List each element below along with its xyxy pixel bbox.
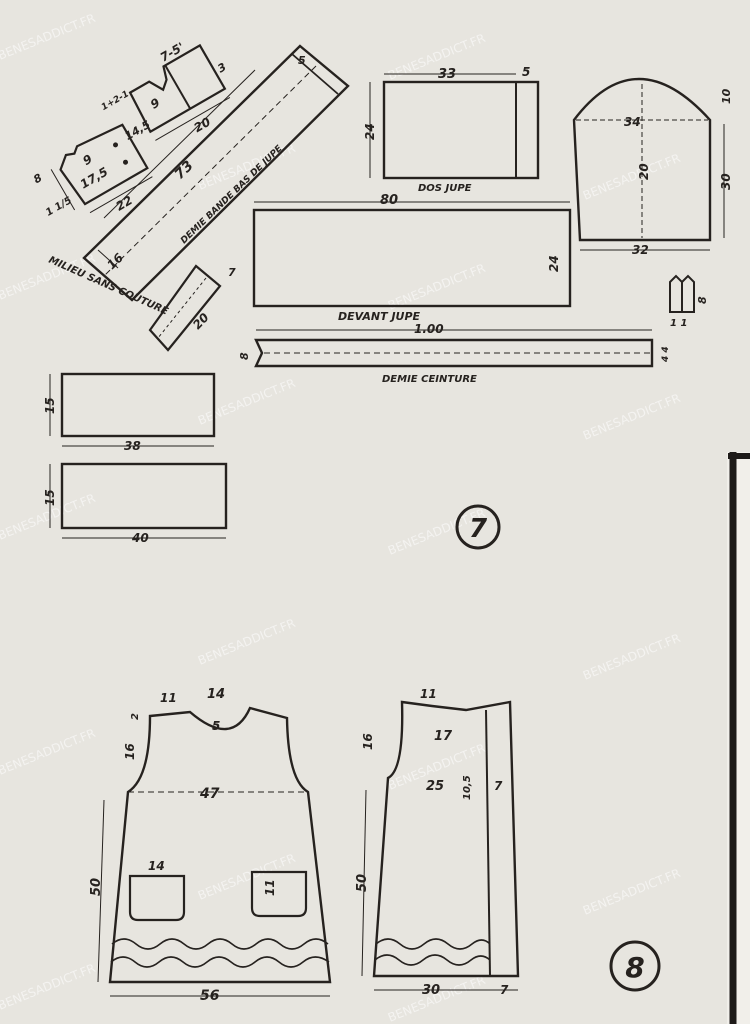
dress-front: 11 14 5 16 2 47 14 11 50 56 bbox=[89, 687, 332, 1004]
watermark: BENESADDICT.FR bbox=[386, 973, 487, 1024]
dim-label: 5 bbox=[298, 54, 306, 67]
dim-label: 24 bbox=[363, 123, 377, 140]
dim-label: 17,5 bbox=[78, 165, 111, 192]
watermark: BENESADDICT.FR bbox=[386, 31, 487, 83]
dim-label: 11 bbox=[160, 691, 177, 705]
dim-label: 20 bbox=[190, 310, 212, 332]
sleeve-piece: 34 20 32 10 30 bbox=[572, 77, 733, 257]
dim-label: 34 bbox=[624, 115, 641, 129]
dim-label: 7 bbox=[228, 266, 236, 279]
figure-8-marker: 8 bbox=[609, 940, 661, 992]
dim-label: 8 bbox=[696, 296, 709, 304]
watermarks: BENESADDICT.FR BENESADDICT.FR BENESADDIC… bbox=[0, 11, 682, 1024]
watermark: BENESADDICT.FR bbox=[581, 866, 682, 918]
dim-label: 10,5 bbox=[462, 775, 473, 800]
dim-label: 5 bbox=[522, 65, 530, 79]
watermark: BENESADDICT.FR bbox=[581, 151, 682, 203]
dim-label: 50 bbox=[89, 878, 104, 896]
dim-label: 40 bbox=[131, 531, 149, 545]
dim-label: 14 bbox=[207, 687, 225, 702]
piece-label: DEVANT JUPE bbox=[338, 310, 421, 323]
dim-label: 16 bbox=[104, 250, 126, 272]
small-tab: 8 1 1 bbox=[669, 274, 709, 329]
dim-label: 20 bbox=[637, 163, 651, 180]
dim-label: 15 bbox=[43, 397, 57, 414]
dim-label: 1.00 bbox=[414, 322, 444, 336]
watermark: BENESADDICT.FR bbox=[196, 376, 297, 428]
dim-label: 30 bbox=[422, 983, 440, 998]
dim-label: 14 bbox=[148, 859, 165, 873]
dim-label: 10 bbox=[720, 88, 733, 104]
watermark: BENESADDICT.FR bbox=[581, 391, 682, 443]
watermark: BENESADDICT.FR bbox=[0, 726, 97, 778]
small-piece-b: 9 7-5' 14,5 20 3 1+2-1 bbox=[100, 40, 231, 143]
dim-label: 3 bbox=[215, 60, 228, 75]
dim-label: 11 bbox=[420, 687, 437, 701]
figure-7-marker: 7 bbox=[455, 504, 501, 550]
piece-label: DEMIE CEINTURE bbox=[382, 374, 477, 385]
devant-jupe: 80 24 DEVANT JUPE bbox=[252, 193, 572, 323]
dim-label: 38 bbox=[124, 439, 141, 453]
small-strip: 7 20 bbox=[148, 264, 236, 352]
dim-label: 7 bbox=[494, 779, 503, 793]
dim-label: 16 bbox=[361, 733, 375, 750]
watermark: BENESADDICT.FR bbox=[196, 851, 297, 903]
watermark: BENESADDICT.FR bbox=[581, 631, 682, 683]
dim-label: 17 bbox=[434, 729, 453, 744]
dos-jupe: 33 5 24 DOS JUPE bbox=[363, 65, 540, 194]
dim-label: 80 bbox=[380, 193, 398, 208]
piece-label: DOS JUPE bbox=[418, 183, 472, 194]
watermark: BENESADDICT.FR bbox=[0, 11, 97, 63]
figure-number: 7 bbox=[469, 514, 488, 544]
dim-label: 24 bbox=[547, 255, 561, 272]
dim-label: 8 bbox=[31, 171, 44, 186]
dim-label: 5 bbox=[212, 719, 220, 733]
dim-label: 56 bbox=[200, 988, 220, 1004]
dim-label: 7 bbox=[500, 983, 509, 997]
dim-label: 73 bbox=[172, 158, 197, 183]
dim-label: 1+2-1 bbox=[100, 89, 131, 113]
dim-label: 4 4 bbox=[661, 346, 671, 363]
dress-side: 11 17 16 25 10,5 7 50 30 7 bbox=[355, 687, 520, 998]
dim-label: 47 bbox=[199, 786, 220, 802]
dim-label: 33 bbox=[438, 67, 456, 82]
dim-label: 30 bbox=[719, 173, 733, 190]
dim-label: 11 bbox=[263, 879, 277, 896]
small-piece-a: 9 17,5 22 8 1 1/5 bbox=[31, 123, 153, 219]
watermark: BENESADDICT.FR bbox=[0, 961, 97, 1013]
dim-label: 9 bbox=[148, 95, 162, 111]
dim-label: 15 bbox=[43, 489, 57, 506]
page-edge bbox=[727, 452, 750, 1024]
rectangle-piece-2: 40 15 bbox=[43, 462, 228, 545]
dim-label: 1 1 bbox=[670, 318, 687, 329]
rectangle-piece-1: 38 15 bbox=[43, 372, 216, 453]
figure-number: 8 bbox=[625, 951, 644, 984]
dim-label: 14,5 bbox=[123, 118, 153, 143]
dim-label: 2 bbox=[130, 713, 141, 720]
dim-label: 25 bbox=[426, 779, 444, 794]
watermark: BENESADDICT.FR bbox=[196, 616, 297, 668]
dim-label: 1 1/5 bbox=[44, 195, 74, 219]
dim-label: 32 bbox=[632, 243, 649, 257]
demie-ceinture: 1.00 8 4 4 DEMIE CEINTURE bbox=[238, 322, 671, 385]
dim-label: 9 bbox=[80, 152, 94, 168]
dim-label: 16 bbox=[123, 743, 137, 760]
piece-label: DEMIE BANDE BAS DE JUPE bbox=[179, 143, 285, 246]
dim-label: 8 bbox=[238, 352, 251, 360]
dim-label: 50 bbox=[355, 874, 370, 892]
